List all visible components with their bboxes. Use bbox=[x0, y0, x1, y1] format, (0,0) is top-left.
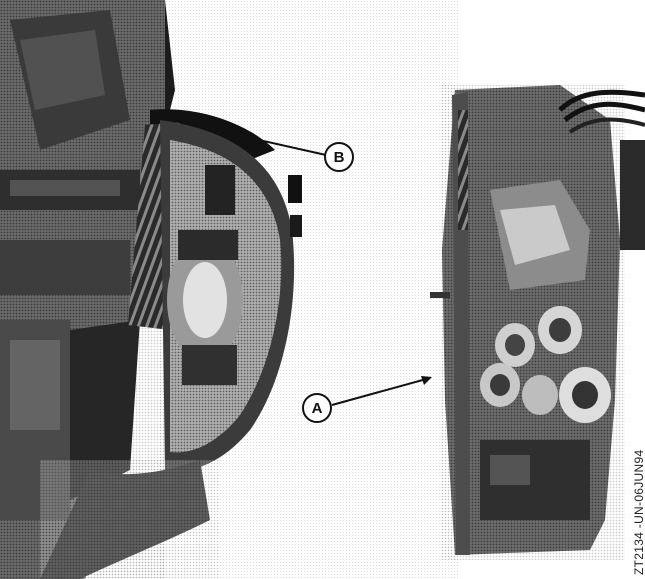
wire-harness bbox=[558, 89, 645, 250]
leader-line-b bbox=[169, 119, 327, 156]
callout-a-label: A bbox=[302, 393, 332, 423]
figure-reference-number: ZT2134 -UN-06JUN94 bbox=[632, 449, 645, 575]
leader-line-a bbox=[331, 377, 431, 406]
callout-b-label: B bbox=[324, 142, 354, 172]
gearbox-housing bbox=[430, 85, 625, 560]
ring-gear bbox=[128, 109, 302, 471]
leader-arrowhead-a bbox=[421, 376, 432, 385]
